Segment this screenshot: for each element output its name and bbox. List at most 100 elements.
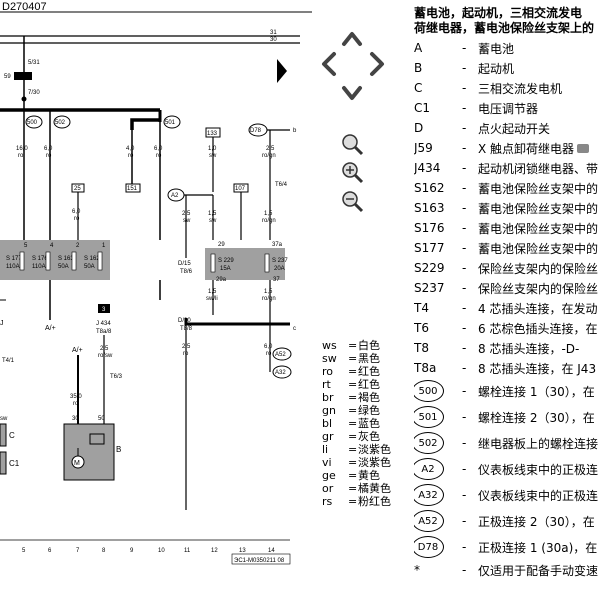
legend-desc: 8 芯插头连接，-D- — [478, 341, 580, 356]
wire-1sw-size: 1,0 — [208, 146, 217, 152]
legend-desc: 起动机 — [478, 61, 515, 76]
wire-6ro-size: 6,0 — [44, 146, 53, 152]
box-133: 133 — [207, 131, 218, 137]
legend-code: A — [414, 41, 423, 55]
doc-id: D270407 — [2, 1, 47, 13]
color-code: sw — [322, 352, 337, 365]
t8a-8: T8a/8 — [96, 329, 112, 335]
legend-desc: 仅适用于配备手动变速 — [478, 563, 599, 578]
wire-25rogn-size: 2,5 — [266, 146, 275, 152]
legend-dash: - — [462, 488, 467, 502]
color-code-row: or=橘黄色 — [322, 482, 410, 495]
fuse-amp: 20A — [274, 266, 285, 272]
wire-60ro-color: ro — [266, 351, 272, 357]
color-name: 淡紫色 — [358, 456, 391, 469]
wire-25rogn-color: ro/gn — [262, 153, 276, 159]
column-number: 8 — [102, 548, 106, 554]
legend-code: J434 — [414, 161, 441, 175]
arrow-right-icon[interactable] — [370, 52, 384, 76]
wire-4ro-color: ro — [128, 153, 134, 159]
color-name: 淡紫色 — [358, 443, 391, 456]
legend-desc: 8 芯插头连接，在 J43 — [478, 361, 597, 376]
color-code: rt — [322, 378, 331, 391]
column-number: 14 — [268, 548, 275, 554]
legend-row: S229-保险丝支架内的保险丝 — [414, 258, 604, 278]
wire-6ro3-size: 6,0 — [72, 209, 81, 215]
legend-circled-code: D78 — [414, 536, 444, 558]
legend-desc: 保险丝支架内的保险丝 — [478, 281, 599, 296]
zoom-in-icon[interactable] — [342, 162, 364, 184]
arrow-left-icon[interactable] — [322, 52, 336, 76]
arrow-up-icon[interactable] — [342, 32, 362, 46]
color-name: 粉红色 — [358, 495, 391, 508]
footer-code: ЭС1-M0350211 08 — [234, 558, 285, 564]
starter-pin-30: 30 — [72, 416, 79, 422]
column-number: 12 — [211, 548, 218, 554]
zoom-out-icon[interactable] — [342, 191, 364, 213]
legend-code: T6 — [414, 321, 429, 335]
legend-desc: 起动机闭锁继电器、带 — [478, 161, 599, 176]
fuse-5-31-label: 5/31 — [28, 60, 40, 66]
color-code-eq: = — [348, 469, 358, 482]
color-code-row: sw=黑色 — [322, 352, 410, 365]
legend-desc: X 触点卸荷继电器 — [478, 141, 575, 156]
wire-c-mark: c — [293, 326, 296, 332]
legend-code: B — [414, 61, 423, 75]
legend-code: S237 — [414, 281, 445, 295]
color-code-row: ws=白色 — [322, 339, 410, 352]
fuse-amp: 50A — [84, 264, 95, 270]
rail-30-label: 30 — [270, 37, 277, 43]
next-page-arrow-icon[interactable] — [276, 58, 288, 84]
legend-desc: 4 芯插头连接，在发动 — [478, 301, 598, 316]
column-number: 6 — [48, 548, 52, 554]
legend-desc: 仪表板线束中的正极连 — [478, 462, 599, 477]
camera-icon[interactable] — [577, 143, 590, 153]
legend-code-cell: 502 — [414, 432, 462, 454]
fuse-amp: 110A — [6, 264, 20, 270]
color-code-row: br=褐色 — [322, 391, 410, 404]
fuse-element — [71, 251, 77, 271]
legend-row: T8a-8 芯插头连接，在 J43 — [414, 358, 604, 378]
color-code: gn — [322, 404, 336, 417]
color-code-row: bl=蓝色 — [322, 417, 410, 430]
legend-dash: - — [462, 61, 467, 75]
column-number: 5 — [22, 548, 26, 554]
starter-motor-m: M — [74, 460, 80, 467]
bolt-500: 500 — [27, 120, 38, 126]
legend-code: D — [414, 121, 424, 135]
wire-16ro-color: ro — [18, 153, 24, 159]
legend-dash: - — [462, 563, 467, 577]
zoom-fit-icon[interactable] — [342, 134, 364, 156]
color-name: 黄色 — [358, 469, 380, 482]
legend-desc: 蓄电池保险丝支架中的 — [478, 241, 599, 256]
legend-circled-code: 500 — [414, 380, 444, 402]
legend-dash: - — [462, 221, 467, 235]
legend-circled-code: A2 — [414, 458, 444, 480]
legend-row-circled: A2-仪表板线束中的正极连 — [414, 456, 604, 482]
wire-15sw-color: sw — [209, 218, 217, 224]
legend-code: T4 — [414, 301, 429, 315]
wire-350ro-size: 35,0 — [70, 394, 82, 400]
t4-1: T4/1 — [2, 358, 15, 364]
rail-31-label: 31 — [270, 30, 277, 36]
color-code: ws — [322, 339, 337, 352]
color-name: 白色 — [358, 339, 380, 352]
arrow-down-icon[interactable] — [342, 86, 362, 100]
legend-code: C1 — [414, 101, 431, 115]
legend-row: D-点火起动开关 — [414, 118, 604, 138]
legend-row: T6-6 芯棕色插头连接，在 — [414, 318, 604, 338]
legend-row-circled: 501-螺栓连接 2（30），在 — [414, 404, 604, 430]
legend-row: S177-蓄电池保险丝支架中的 — [414, 238, 604, 258]
fuse-element — [210, 253, 216, 273]
legend-desc: 蓄电池 — [478, 41, 515, 56]
legend-dash: - — [462, 181, 467, 195]
legend-dash: - — [462, 321, 467, 335]
wiring-diagram: D270407 31 30 5/31 59 7/30 500 502 501 1… — [0, 1, 312, 565]
color-code-row: vi=淡紫色 — [322, 456, 410, 469]
fuse-element — [97, 251, 103, 271]
column-number: 7 — [76, 548, 80, 554]
color-code-row: li=淡紫色 — [322, 443, 410, 456]
color-code-row: ro=红色 — [322, 365, 410, 378]
color-code-row: rs=粉红色 — [322, 495, 410, 508]
